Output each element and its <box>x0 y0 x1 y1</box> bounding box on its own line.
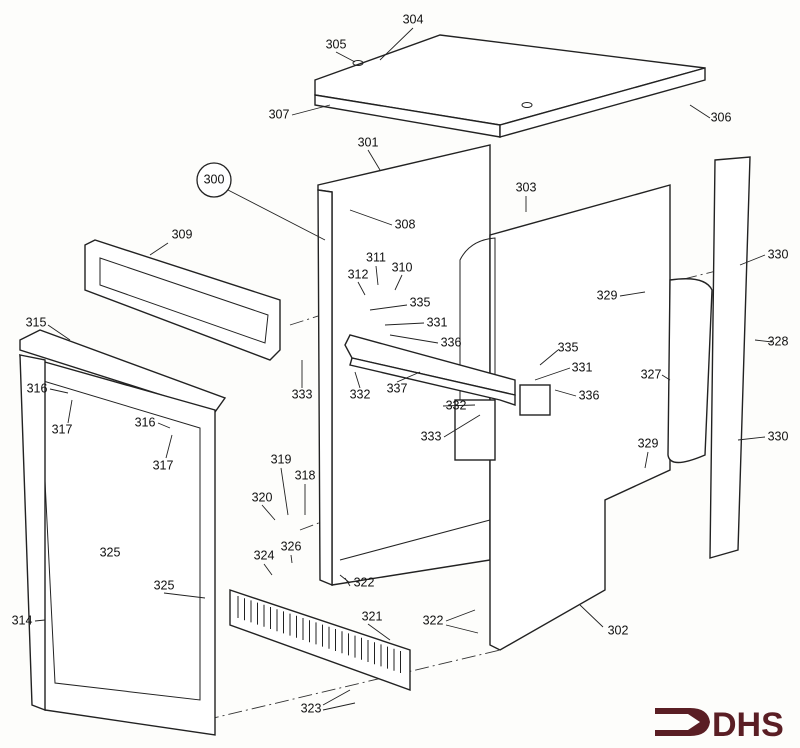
label-312: 312 <box>348 267 369 281</box>
label-333: 333 <box>292 387 313 401</box>
label-330: 330 <box>768 247 789 261</box>
logo-text: DHS <box>712 706 784 744</box>
callout-circle <box>196 162 232 198</box>
label-329: 329 <box>638 436 659 450</box>
label-325: 325 <box>100 545 121 559</box>
gasket-327 <box>667 278 713 464</box>
label-316: 316 <box>27 381 48 395</box>
panel-309 <box>84 239 281 361</box>
label-309: 309 <box>172 227 193 241</box>
label-335: 335 <box>558 340 579 354</box>
label-316: 316 <box>135 415 156 429</box>
label-305: 305 <box>326 37 347 51</box>
label-315: 315 <box>26 315 47 329</box>
label-321: 321 <box>362 609 383 623</box>
label-314: 314 <box>12 613 33 627</box>
label-304: 304 <box>403 12 424 26</box>
label-328: 328 <box>768 334 789 348</box>
label-323: 323 <box>301 701 322 715</box>
label-318: 318 <box>295 468 316 482</box>
strip-315 <box>19 329 227 413</box>
label-322: 322 <box>423 613 444 627</box>
label-322: 322 <box>354 575 375 589</box>
label-302: 302 <box>608 623 629 637</box>
label-336: 336 <box>441 335 462 349</box>
label-331: 331 <box>572 360 593 374</box>
label-307: 307 <box>269 107 290 121</box>
label-301: 301 <box>358 135 379 149</box>
label-317: 317 <box>52 422 73 436</box>
callout-300: 300 <box>204 172 225 186</box>
label-336: 336 <box>579 388 600 402</box>
label-325: 325 <box>154 578 175 592</box>
label-332: 332 <box>446 398 467 412</box>
door-314 <box>19 354 216 736</box>
label-326: 326 <box>281 539 302 553</box>
label-331: 331 <box>427 315 448 329</box>
side-panel-302 <box>454 184 671 651</box>
label-324: 324 <box>254 548 275 562</box>
label-327: 327 <box>641 367 662 381</box>
label-303: 303 <box>516 180 537 194</box>
side-strip-328 <box>709 156 751 559</box>
label-320: 320 <box>252 490 273 504</box>
label-330: 330 <box>768 429 789 443</box>
label-308: 308 <box>395 217 416 231</box>
label-310: 310 <box>392 260 413 274</box>
label-333: 333 <box>421 429 442 443</box>
label-311: 311 <box>366 250 386 264</box>
bracket-337 <box>344 334 551 416</box>
grill-321 <box>229 589 411 691</box>
label-335: 335 <box>410 295 431 309</box>
part-labels: 304 305 307 306 301 303 308 309 311 312 … <box>12 12 789 715</box>
label-319: 319 <box>271 452 292 466</box>
label-306: 306 <box>711 110 732 124</box>
top-panel-304 <box>314 34 706 138</box>
label-317: 317 <box>153 458 174 472</box>
label-329: 329 <box>597 288 618 302</box>
label-332: 332 <box>350 387 371 401</box>
label-337: 337 <box>387 381 408 395</box>
dhs-logo: DHS <box>655 706 784 744</box>
